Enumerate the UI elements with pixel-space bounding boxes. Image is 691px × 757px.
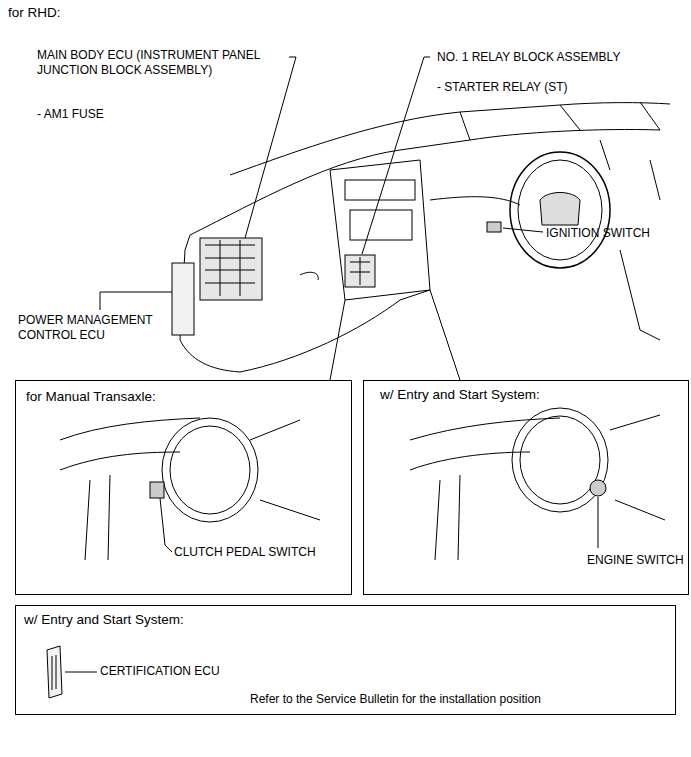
view-frame: w/ Entry and Start System: ENGINE SWITCH bbox=[363, 380, 689, 595]
page-title: for RHD: bbox=[8, 5, 61, 20]
engine-switch-view-drawing bbox=[410, 408, 665, 560]
box-heading: w/ Entry and Start System: bbox=[380, 387, 540, 402]
part-label: - STARTER RELAY (ST) bbox=[437, 80, 567, 95]
part-label: CLUTCH PEDAL SWITCH bbox=[174, 545, 316, 560]
box-heading: w/ Entry and Start System: bbox=[24, 612, 184, 627]
certification-ecu-drawing bbox=[47, 646, 97, 698]
part-label: POWER MANAGEMENT CONTROL ECU bbox=[18, 313, 183, 343]
view-frame: for Manual Transaxle: CLUTCH PEDAL SWITCH bbox=[15, 380, 352, 595]
dashboard-drawing bbox=[172, 102, 670, 380]
box-heading: for Manual Transaxle: bbox=[26, 389, 156, 404]
view-frame: w/ Entry and Start System: CERTIFICATION … bbox=[15, 605, 676, 715]
leader-lines bbox=[100, 57, 543, 310]
part-label: IGNITION SWITCH bbox=[546, 226, 650, 241]
part-label: NO. 1 RELAY BLOCK ASSEMBLY bbox=[437, 50, 620, 65]
part-label: - AM1 FUSE bbox=[37, 107, 104, 122]
note-text: Refer to the Service Bulletin for the in… bbox=[250, 692, 541, 707]
part-label: MAIN BODY ECU (INSTRUMENT PANEL JUNCTION… bbox=[37, 48, 287, 78]
part-label: ENGINE SWITCH bbox=[587, 553, 684, 568]
part-label: CERTIFICATION ECU bbox=[100, 664, 220, 679]
clutch-view-drawing bbox=[60, 418, 320, 560]
